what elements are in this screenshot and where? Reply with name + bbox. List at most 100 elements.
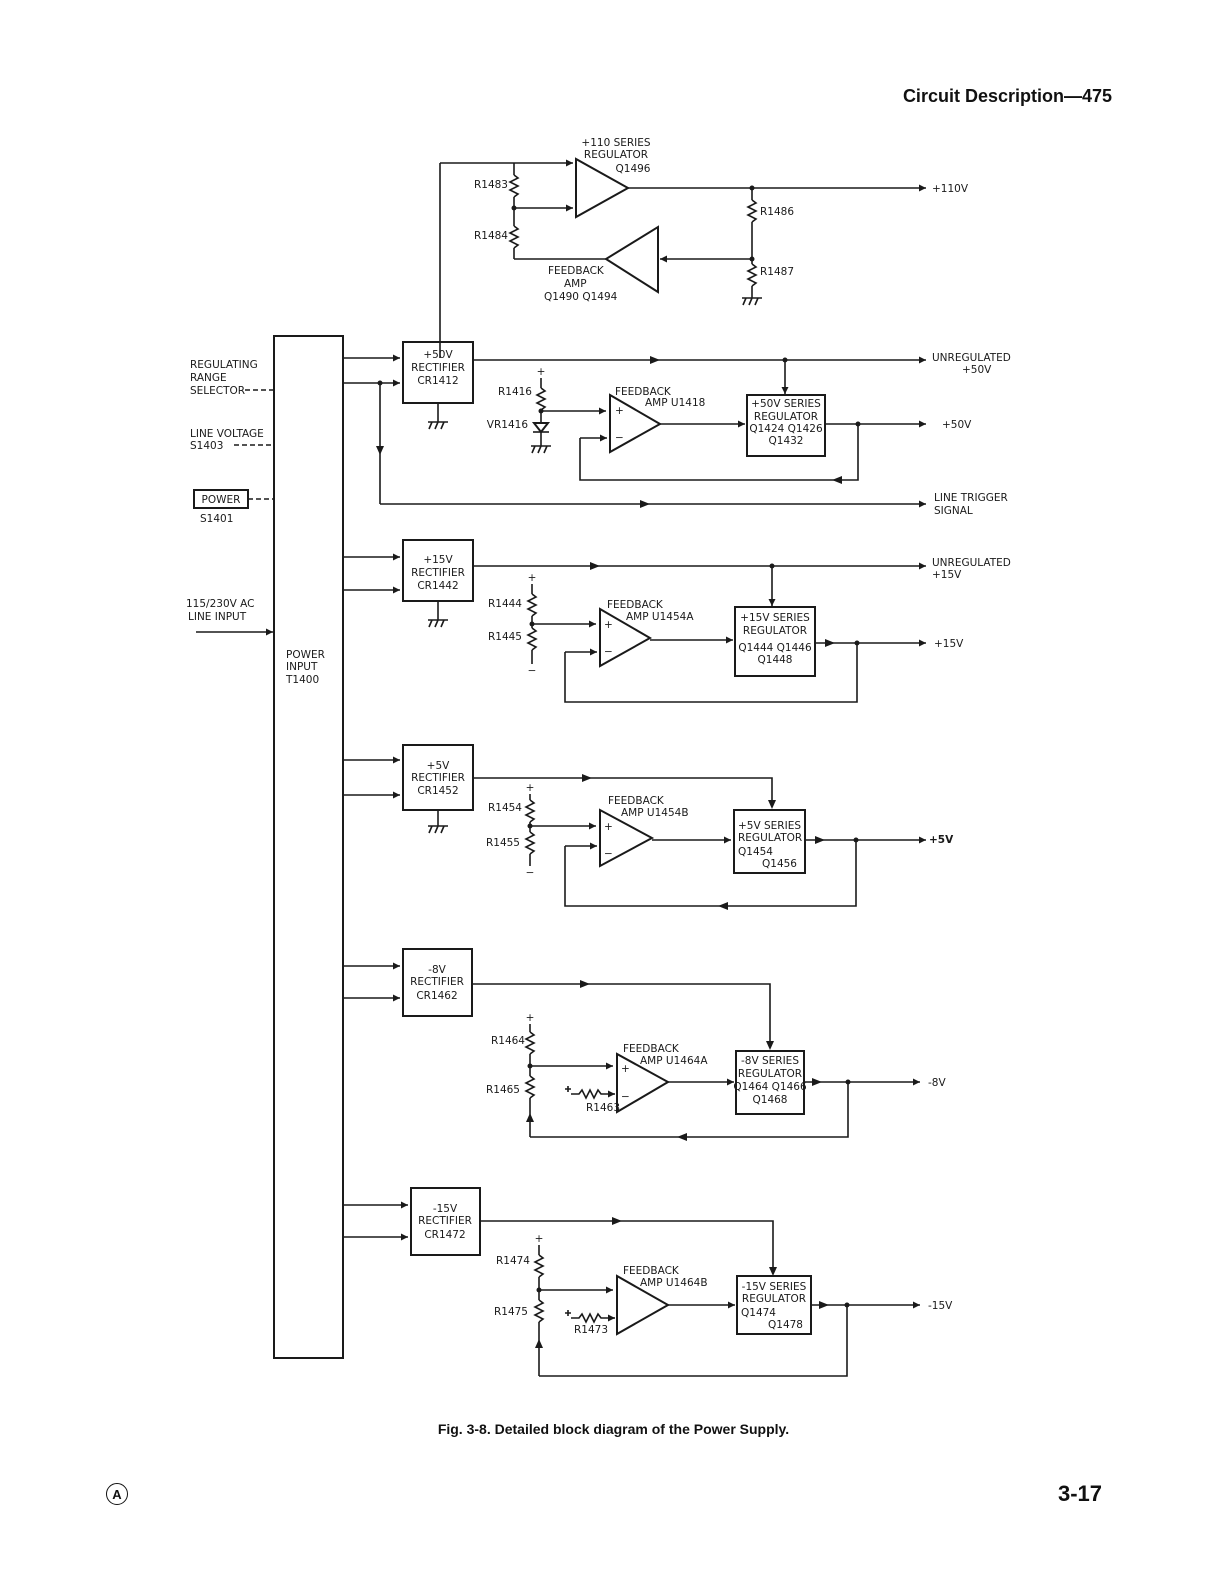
ground-icon-rect15 (428, 619, 448, 628)
ground-icon-110 (742, 297, 762, 306)
r1416-label: R1416 (498, 386, 532, 398)
unreg-to-reg-m8-arrow (766, 1041, 774, 1050)
r1444-label: R1444 (488, 598, 522, 610)
transformer-label-2: INPUT (286, 661, 318, 673)
unregulated-m8-mid-arrow (580, 980, 590, 988)
r1454-label: R1454 (488, 802, 522, 814)
feedback-amp-m15-label-2: AMP U1464B (640, 1277, 708, 1289)
power-switch-ref: S1401 (200, 513, 233, 525)
r1487-label: R1487 (760, 266, 794, 278)
supply-15v: +15V RECTIFIER CR1442 UNREGULATED +15V +… (343, 539, 1011, 703)
rectifier-15-label-2: RECTIFIER (411, 567, 465, 579)
r1483-label: R1483 (474, 179, 508, 191)
rectifier-m8-box (402, 948, 473, 1017)
output-m15-label: -15V (928, 1300, 953, 1312)
r1475-arrow (535, 1339, 543, 1348)
feedback-amp-50-triangle (609, 393, 663, 454)
output-m8-arrow (812, 1078, 822, 1086)
r1475-zigzag (533, 1299, 545, 1323)
r1455-zigzag (524, 831, 536, 855)
line-trigger-mid-arrow (640, 500, 650, 508)
r1486-label: R1486 (760, 206, 794, 218)
feedback-loop-5-arrow (718, 902, 728, 910)
unregulated-m8-wire (472, 983, 771, 1046)
regulator-15-label-2: REGULATOR (743, 625, 807, 637)
feedback-amp-m8-label-1: FEEDBACK (623, 1043, 680, 1055)
regulator-m8-label-1: -8V SERIES (741, 1055, 799, 1067)
unregulated-5-mid-arrow (582, 774, 592, 782)
unregulated-m15-mid-arrow (612, 1217, 622, 1225)
unreg-to-reg-m15-arrow (769, 1267, 777, 1276)
r1465-zigzag (524, 1075, 536, 1099)
line-trigger-label-1: LINE TRIGGER (934, 492, 1008, 504)
r1465-label: R1465 (486, 1084, 520, 1096)
regulator-50-label-2: REGULATOR (754, 411, 818, 423)
rectifier-50-label-1: +50V (423, 349, 453, 361)
rectifier-5-label-1: +5V (427, 760, 450, 772)
regulator-50-box (746, 394, 826, 457)
zener-vr1416 (531, 422, 551, 434)
feedback-amp-m15-triangle (616, 1274, 671, 1336)
series-regulator-110-label-1: +110 SERIES (581, 137, 651, 149)
output-m8-label: -8V (928, 1077, 946, 1089)
ground-icon-rect5 (428, 825, 448, 834)
regulator-5-label-3: Q1454 (738, 846, 773, 858)
regulator-m8-label-3: Q1464 Q1466 (733, 1081, 807, 1093)
supply-50v: LINE TRIGGER SIGNAL +50V RECTIFIER CR141… (343, 341, 1011, 517)
feedback-loop-m8-arrow (677, 1133, 687, 1141)
regulator-5-label-2: REGULATOR (738, 832, 802, 844)
plus-5-divider: + (526, 782, 535, 794)
amp5-plus: + (604, 821, 613, 833)
rectifier-m15-label-2: RECTIFIER (418, 1215, 472, 1227)
transformer-label-3: T1400 (285, 674, 319, 686)
series-regulator-110-label-3: Q1496 (616, 163, 651, 175)
regulator-50-label-4: Q1432 (769, 435, 804, 447)
feedback-amp-50-label-1: FEEDBACK (615, 386, 672, 398)
r1464-label: R1464 (491, 1035, 525, 1047)
regulator-m15-label-4: Q1478 (768, 1319, 803, 1331)
regulating-range-label-1: REGULATING (190, 359, 258, 371)
line-input-label-1: 115/230V AC (186, 598, 254, 610)
feedback-amp-15-triangle (599, 607, 653, 668)
plus-50-divider: + (537, 366, 546, 378)
feedback-loop-5 (564, 840, 857, 907)
amp15-plus: + (604, 619, 613, 631)
rectifier-15-label-3: CR1442 (417, 580, 458, 592)
ground-icon-rect50 (428, 421, 448, 430)
transformer-block (273, 335, 344, 1359)
figure-caption: Fig. 3-8. Detailed block diagram of the … (437, 1421, 790, 1437)
unregulated-m15-wire (480, 1220, 774, 1272)
r1416-zigzag (535, 387, 547, 411)
unregulated-50-label-2: +50V (962, 364, 992, 376)
regulator-5-label-4: Q1456 (762, 858, 797, 870)
r1463-label: R1463 (586, 1102, 620, 1114)
output-110-label: +110V (932, 183, 969, 195)
regulator-15-label-4: Q1448 (758, 654, 793, 666)
feedback-amp-m15-label-1: FEEDBACK (623, 1265, 680, 1277)
regulator-50-label-1: +50V SERIES (751, 398, 821, 410)
r1445-zigzag (526, 627, 538, 651)
rectifier-50-label-2: RECTIFIER (411, 362, 465, 374)
r1473-label: R1473 (574, 1324, 608, 1336)
regulator-5-label-1: +5V SERIES (738, 820, 801, 832)
regulator-m15-label-1: -15V SERIES (742, 1281, 807, 1293)
feedback-amp-15-label-2: AMP U1454A (626, 611, 694, 623)
r1463-resistor (565, 1086, 609, 1100)
supply-m8v: -8V RECTIFIER CR1462 + R1464 R1465 R1463… (343, 948, 946, 1141)
regulator-15-label-1: +15V SERIES (740, 612, 810, 624)
r1487-zigzag (746, 263, 758, 287)
page-header: Circuit Description—475 (902, 86, 1112, 106)
amp50-plus: + (615, 405, 624, 417)
supply-5v: +5V RECTIFIER CR1452 + R1454 R1455 − + −… (343, 744, 954, 910)
feedback-amp-50-label-2: AMP U1418 (645, 397, 705, 409)
plus-m8-divider: + (526, 1012, 535, 1024)
line-voltage-label-1: LINE VOLTAGE (190, 428, 264, 440)
series-regulator-110-triangle (575, 157, 631, 219)
feedback-loop-50 (579, 424, 859, 481)
r1484-label: R1484 (474, 230, 508, 242)
unregulated-15-label-1: UNREGULATED (932, 557, 1011, 569)
revision-mark-icon: A (106, 1483, 128, 1505)
rectifier-5-label-3: CR1452 (417, 785, 458, 797)
r1445-label: R1445 (488, 631, 522, 643)
r1484-zigzag (508, 225, 520, 249)
